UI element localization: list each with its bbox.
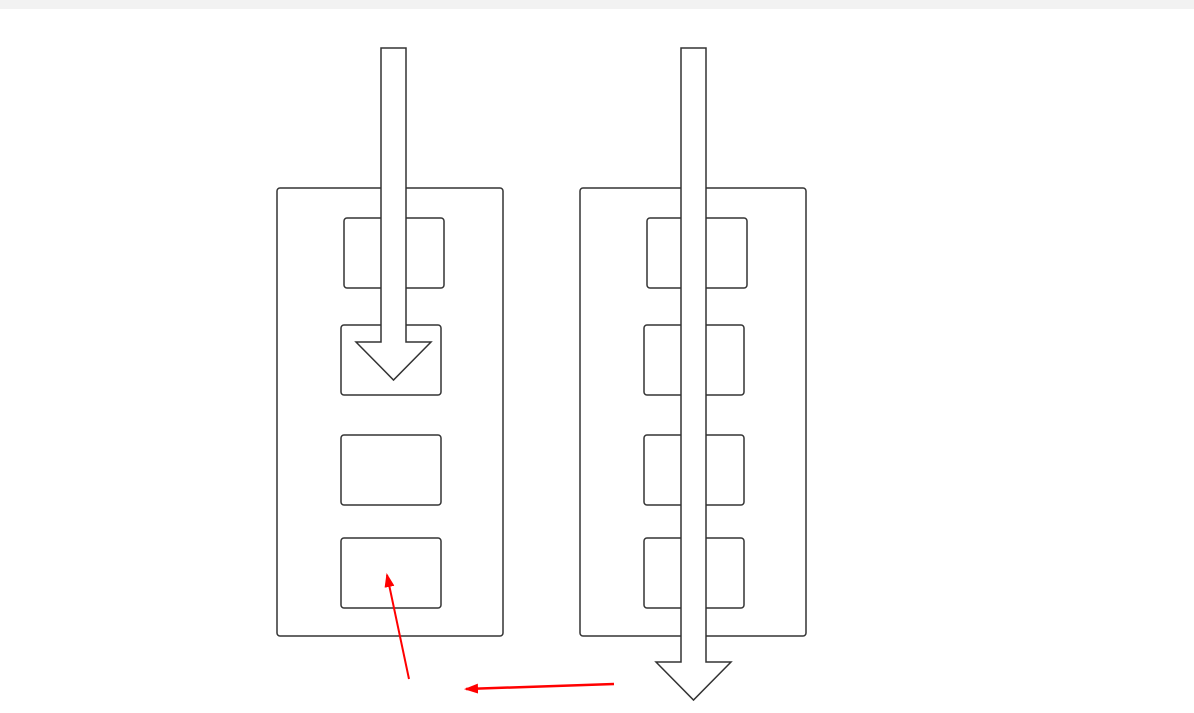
red-arrow-up-icon[interactable] (384, 573, 410, 680)
right-group (579, 47, 807, 702)
left-slot-3[interactable] (340, 434, 442, 506)
annotations (384, 573, 615, 694)
left-slot-4[interactable] (340, 537, 442, 609)
right-down-arrow[interactable] (654, 47, 733, 702)
left-group (276, 47, 504, 637)
toolbar-strip (0, 0, 1194, 9)
left-down-arrow[interactable] (354, 47, 433, 382)
red-arrow-left-icon[interactable] (464, 682, 615, 694)
